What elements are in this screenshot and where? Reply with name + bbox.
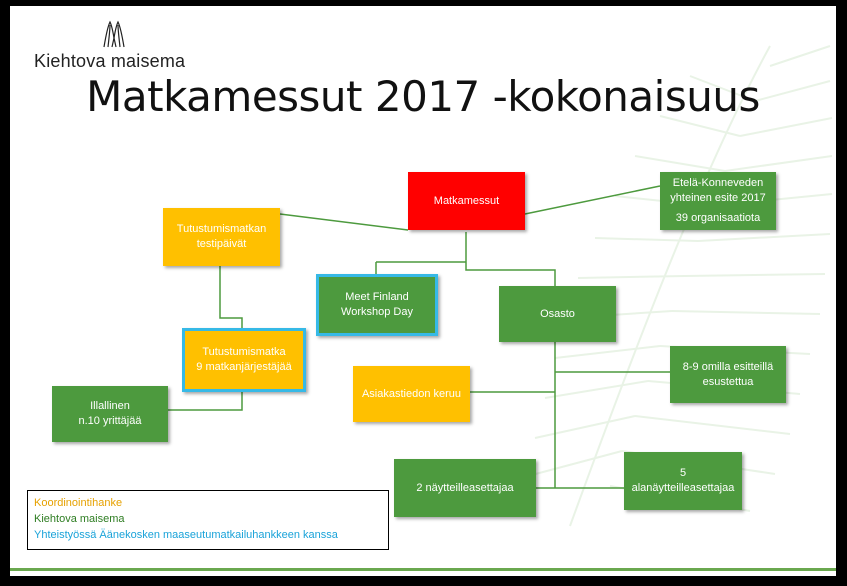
node-asiakastiedon-keruu: Asiakastiedon keruu bbox=[353, 366, 470, 422]
node-text: 2 näytteilleasettajaa bbox=[416, 481, 514, 494]
node-text: Etelä-Konneveden bbox=[672, 176, 764, 189]
node-tutustumismatka: Tutustumismatka 9 matkanjärjestäjää bbox=[182, 328, 306, 392]
logo: Kiehtova maisema bbox=[34, 20, 194, 80]
connector-matkamessut-etela bbox=[524, 185, 661, 215]
node-text: alanäytteilleasettajaa bbox=[631, 482, 735, 494]
tree-logo-icon bbox=[103, 20, 125, 48]
node-meet-finland: Meet Finland Workshop Day bbox=[316, 274, 438, 336]
node-text: n.10 yrittäjää bbox=[78, 415, 142, 427]
node-text: Tutustumismatka bbox=[202, 346, 286, 359]
logo-text: Kiehtova maisema bbox=[34, 51, 186, 71]
connector-meet-finland bbox=[375, 261, 466, 274]
connector-lines bbox=[168, 185, 670, 489]
slide: Kiehtova maisema Matkamessut 2017 -kokon… bbox=[10, 6, 836, 576]
node-testipaivat: Tutustumismatkan testipäivät bbox=[163, 208, 280, 266]
node-omilla-esitteilla: 8-9 omilla esitteillä esustettua bbox=[670, 346, 786, 403]
node-text: Asiakastiedon keruu bbox=[361, 387, 462, 400]
bottom-rule bbox=[10, 568, 836, 571]
node-osasto: Osasto bbox=[499, 286, 616, 342]
node-text: Matkamessut bbox=[433, 194, 500, 207]
node-text: Meet Finland bbox=[345, 291, 409, 304]
connector-osasto bbox=[465, 262, 556, 286]
node-text: esustettua bbox=[702, 375, 754, 388]
node-text: 8-9 omilla esitteillä bbox=[682, 360, 774, 373]
node-nayttelyasettajaa: 2 näytteilleasettajaa bbox=[394, 459, 536, 517]
node-text: 9 matkanjärjestäjää bbox=[196, 361, 292, 373]
node-text: 39 organisaatiota bbox=[675, 212, 761, 225]
node-text: testipäivät bbox=[196, 238, 247, 250]
page-title: Matkamessut 2017 -kokonaisuus bbox=[86, 72, 760, 121]
node-matkamessut: Matkamessut bbox=[408, 172, 525, 230]
node-text: Illallinen bbox=[90, 400, 130, 413]
node-illallinen: Illallinen n.10 yrittäjää bbox=[52, 386, 168, 442]
legend-orange: Koordinointihanke bbox=[34, 497, 123, 509]
connector-testipaivat-matkamessut bbox=[279, 213, 409, 231]
node-text: 5 bbox=[679, 467, 687, 480]
node-text: Osasto bbox=[540, 307, 575, 320]
node-etela-konneveden: Etelä-Konneveden yhteinen esite 2017 39 … bbox=[660, 172, 776, 230]
legend: Koordinointihanke Kiehtova maisema Yhtei… bbox=[27, 490, 389, 550]
node-text: Workshop Day bbox=[341, 306, 413, 318]
node-text: Tutustumismatkan bbox=[176, 223, 267, 236]
connector-testipaivat-tutustumismatka bbox=[219, 266, 243, 332]
node-alanayttelyasettajaa: 5 alanäytteilleasettajaa bbox=[624, 452, 742, 510]
node-text: yhteinen esite 2017 bbox=[670, 191, 766, 204]
legend-green: Kiehtova maisema bbox=[34, 513, 125, 525]
legend-cyan: Yhteistyössä Äänekosken maaseutumatkailu… bbox=[34, 529, 338, 541]
connector-tutustumismatka-illallinen bbox=[168, 392, 243, 411]
